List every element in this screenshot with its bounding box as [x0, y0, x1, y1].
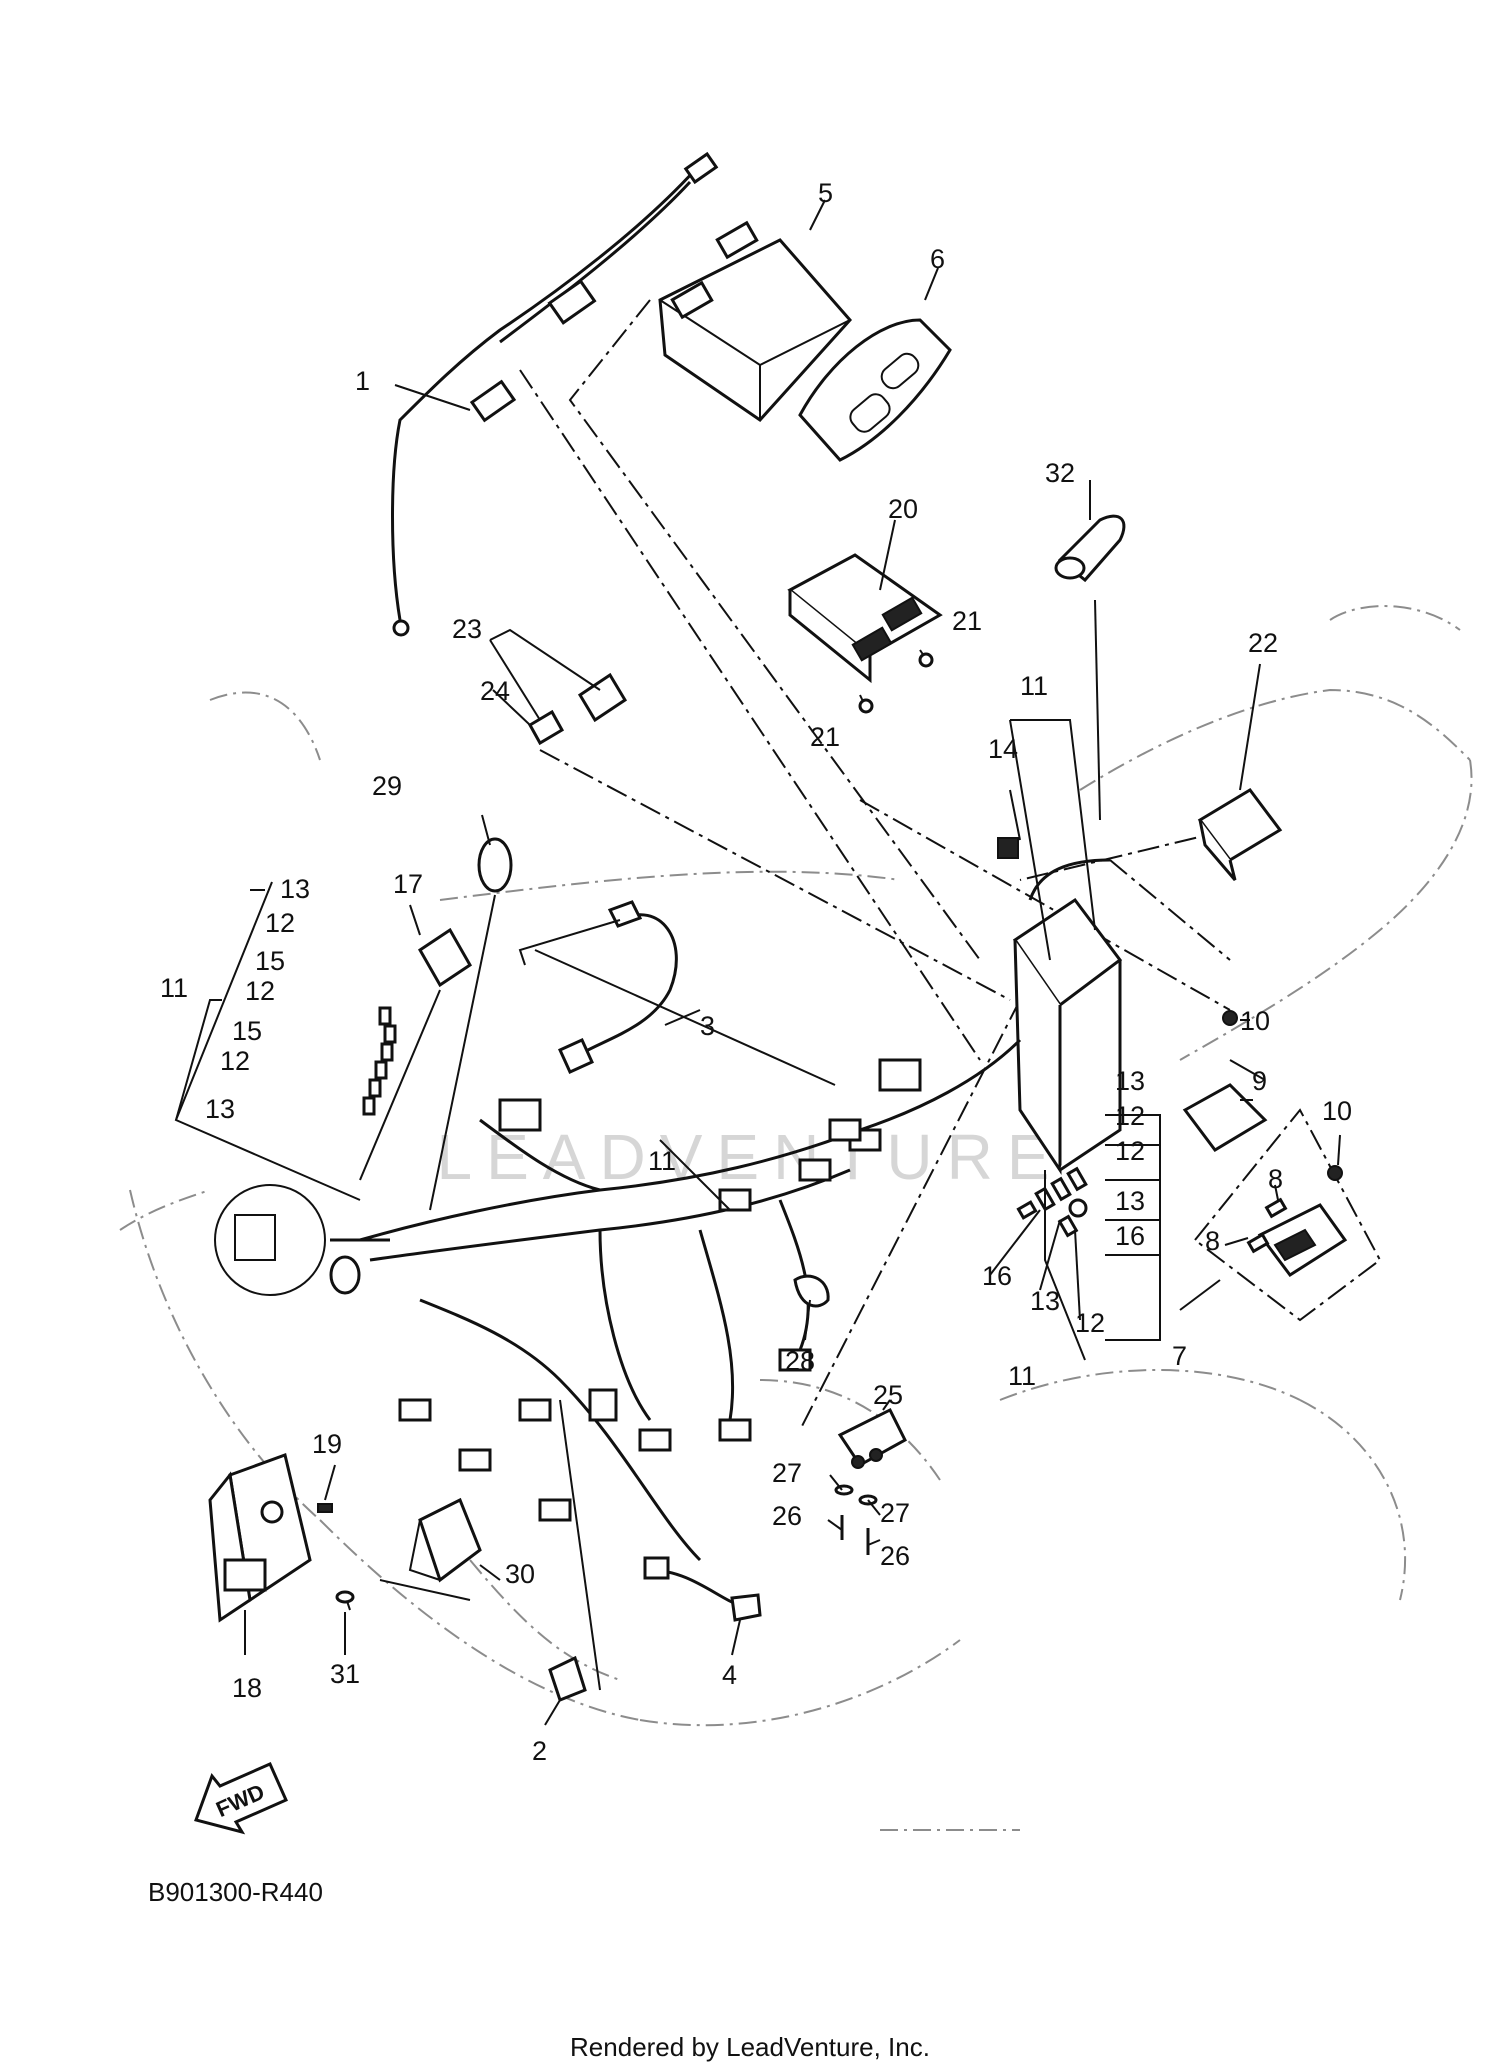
fuse-box-assembly	[997, 837, 1123, 1175]
part-8-fuses	[1246, 1197, 1288, 1254]
part-5-battery	[658, 220, 853, 422]
callout-27-right: 27	[880, 1498, 910, 1528]
part-2-sensor	[548, 1399, 601, 1702]
callout-23: 23	[452, 614, 482, 644]
part-32-cap	[1054, 514, 1126, 821]
callout-7: 7	[1172, 1341, 1187, 1371]
callout-21-lower: 21	[810, 722, 840, 752]
callout-12-right-3: 12	[1075, 1308, 1105, 1338]
part-23-connector	[527, 672, 628, 746]
fwd-arrow: FWD	[194, 1762, 288, 1835]
callout-12-left-3: 12	[220, 1046, 250, 1076]
callout-11-harness: 11	[648, 1146, 676, 1176]
part-10-nuts	[1222, 1010, 1343, 1181]
callout-20: 20	[888, 494, 918, 524]
part-20-ecu	[787, 553, 943, 684]
callout-8-upper: 8	[1268, 1164, 1283, 1194]
callout-4: 4	[722, 1660, 737, 1690]
part-11-main-harness	[359, 1038, 1022, 1562]
diagram-reference-code: B901300-R440	[148, 1877, 323, 1907]
callout-26-left: 26	[772, 1501, 802, 1531]
callout-29: 29	[372, 771, 402, 801]
callout-9: 9	[1252, 1066, 1267, 1096]
callout-13-left-top: 13	[280, 874, 310, 904]
callout-2: 2	[532, 1736, 547, 1766]
callout-12-left-1: 12	[265, 908, 295, 938]
assembly-guide-lines	[519, 299, 1271, 1431]
callout-12-left-2: 12	[245, 976, 275, 1006]
callout-leaders	[175, 199, 1341, 1726]
callout-11-right: 11	[1008, 1361, 1036, 1391]
callout-8-lower: 8	[1205, 1226, 1220, 1256]
callout-17: 17	[393, 869, 423, 899]
part-26-27-hardware	[834, 1484, 878, 1555]
render-credit-footer: Rendered by LeadVenture, Inc.	[570, 2032, 930, 2062]
callout-25: 25	[873, 1380, 903, 1410]
part-28-grommet	[793, 1274, 830, 1308]
part-6-battery-band	[798, 318, 952, 462]
part-3-sub-harness	[558, 900, 678, 1074]
callout-numbers: 1 2 3 4 5 6 7 8 8 9 10 10 11 11 11 11 12…	[160, 178, 1352, 1766]
callout-12-right-2: 12	[1115, 1136, 1145, 1166]
callout-22: 22	[1248, 628, 1278, 658]
part-9-bracket	[1182, 1059, 1268, 1152]
callout-1: 1	[355, 366, 370, 396]
part-17-cover	[359, 927, 472, 1181]
part-7-starter-relay	[1193, 1108, 1382, 1322]
callout-12-right-1: 12	[1115, 1101, 1145, 1131]
part-19-31-fasteners	[317, 1503, 355, 1611]
callout-13-left-bottom: 13	[205, 1094, 235, 1124]
callout-24: 24	[480, 676, 510, 706]
callout-21-upper: 21	[952, 606, 982, 636]
part-25-sensor	[837, 1407, 907, 1469]
callout-19: 19	[312, 1429, 342, 1459]
part-29-clamp	[429, 837, 513, 1211]
callout-5: 5	[818, 178, 833, 208]
callout-16-right: 16	[1115, 1221, 1145, 1251]
callout-18: 18	[232, 1673, 262, 1703]
callout-13-right-top: 13	[1115, 1066, 1145, 1096]
callout-11-left: 11	[160, 973, 188, 1003]
callout-11-fusebox: 11	[1020, 671, 1048, 701]
part-21-screws	[858, 649, 934, 714]
callout-31: 31	[330, 1659, 360, 1689]
callout-30: 30	[505, 1559, 535, 1589]
callout-15-upper: 15	[255, 946, 285, 976]
right-fuse-set	[1016, 1166, 1088, 1361]
callout-10-upper: 10	[1240, 1006, 1270, 1036]
leadventure-watermark: LEADVENTURE	[436, 1121, 1064, 1193]
part-22-relay	[1197, 788, 1283, 881]
callout-10-lower: 10	[1322, 1096, 1352, 1126]
callout-15-lower: 15	[232, 1016, 262, 1046]
callout-26-right: 26	[880, 1541, 910, 1571]
callout-16-left: 16	[982, 1261, 1012, 1291]
front-cluster-outline	[214, 1184, 390, 1296]
part-18-control-unit	[208, 1453, 312, 1623]
callout-13-right-bottom: 13	[1030, 1286, 1060, 1316]
part-4-sensor-lead	[643, 1556, 762, 1622]
callout-32: 32	[1045, 458, 1075, 488]
callout-27-left: 27	[772, 1458, 802, 1488]
callout-13-right-mid: 13	[1115, 1186, 1145, 1216]
callout-6: 6	[930, 244, 945, 274]
part-30-module	[379, 1497, 482, 1601]
motorcycle-ghost-outline	[119, 605, 1473, 1831]
callout-3: 3	[700, 1011, 715, 1041]
part-1-battery-lead	[391, 151, 719, 637]
callout-14: 14	[988, 734, 1018, 764]
callout-28: 28	[785, 1346, 815, 1376]
